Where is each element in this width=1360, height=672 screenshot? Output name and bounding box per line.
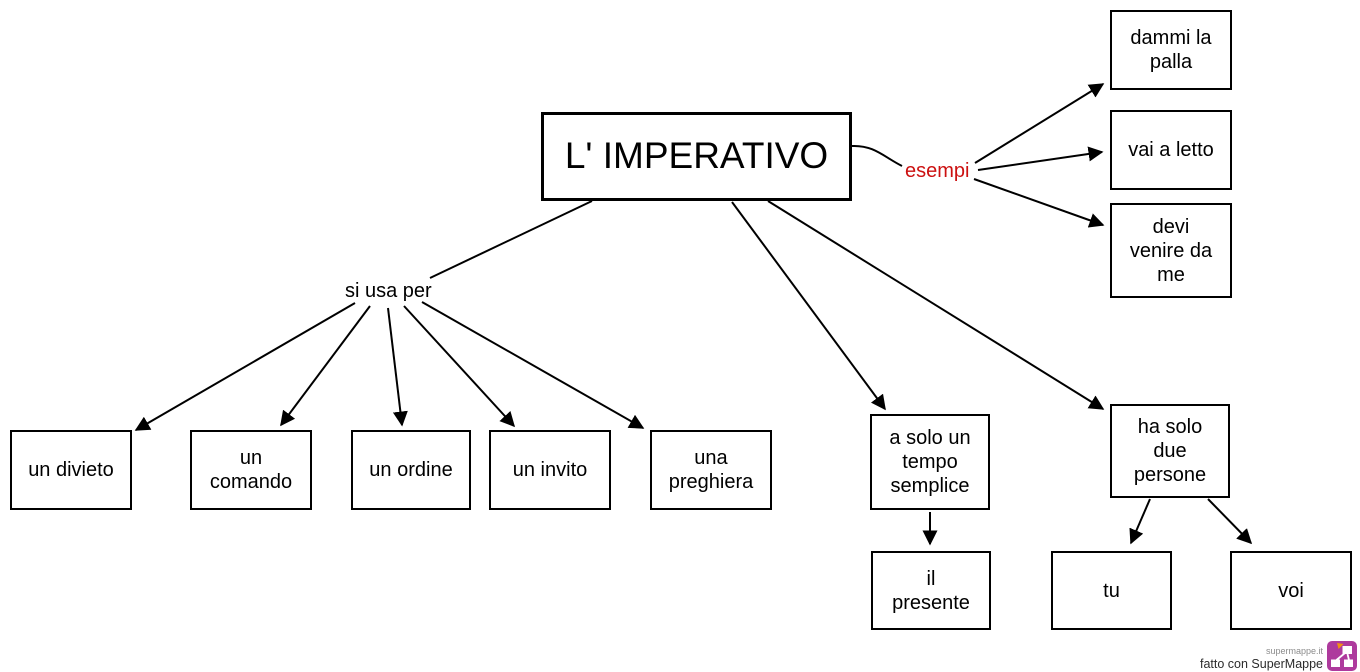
node-tu: tu	[1051, 551, 1172, 630]
watermark: supermappe.it fatto con SuperMappe	[1200, 641, 1357, 671]
link-label-si-usa-per: si usa per	[343, 280, 434, 302]
node-l-imperativo: L' IMPERATIVO	[541, 112, 852, 201]
node-il-presente: il presente	[871, 551, 991, 630]
edge-due-persone-to-tu	[1129, 498, 1151, 545]
edge-esempi-to-vai-a-letto	[977, 146, 1104, 171]
watermark-text: supermappe.it fatto con SuperMappe	[1200, 645, 1323, 671]
edge-esempi-to-dammi-la-palla	[974, 83, 1105, 164]
node-voi: voi	[1230, 551, 1352, 630]
node-tempo-semplice: a solo un tempo semplice	[870, 414, 990, 510]
node-due-persone: ha solo due persone	[1110, 404, 1230, 498]
edge-root-to-esempi	[851, 144, 903, 167]
edge-root-to-tempo-semplice	[731, 201, 886, 411]
node-vai-a-letto: vai a letto	[1110, 110, 1232, 190]
edge-si-usa-per-to-un-divieto	[134, 302, 356, 431]
node-una-preghiera: una preghiera	[650, 430, 772, 510]
link-label-esempi: esempi	[903, 160, 972, 182]
node-un-invito: un invito	[489, 430, 611, 510]
edge-si-usa-per-to-un-comando	[280, 305, 371, 427]
node-dammi-la-palla: dammi la palla	[1110, 10, 1232, 90]
node-un-ordine: un ordine	[351, 430, 471, 510]
watermark-site-text: supermappe.it	[1265, 645, 1323, 656]
edge-si-usa-per-to-un-ordine	[387, 307, 408, 427]
node-devi-venire-da-me: devi venire da me	[1110, 203, 1232, 298]
edge-esempi-to-devi-venire-da-me	[973, 178, 1105, 228]
supermappe-logo-icon	[1327, 641, 1357, 671]
node-un-comando: un comando	[190, 430, 312, 510]
watermark-credit-text: fatto con SuperMappe	[1200, 656, 1323, 671]
node-un-divieto: un divieto	[10, 430, 132, 510]
edge-si-usa-per-to-una-preghiera	[421, 301, 645, 429]
edge-root-to-si-usa-per	[429, 200, 593, 279]
edge-due-persone-to-voi	[1207, 498, 1253, 545]
edge-root-to-due-persone	[767, 200, 1105, 410]
edge-si-usa-per-to-un-invito	[403, 305, 516, 428]
